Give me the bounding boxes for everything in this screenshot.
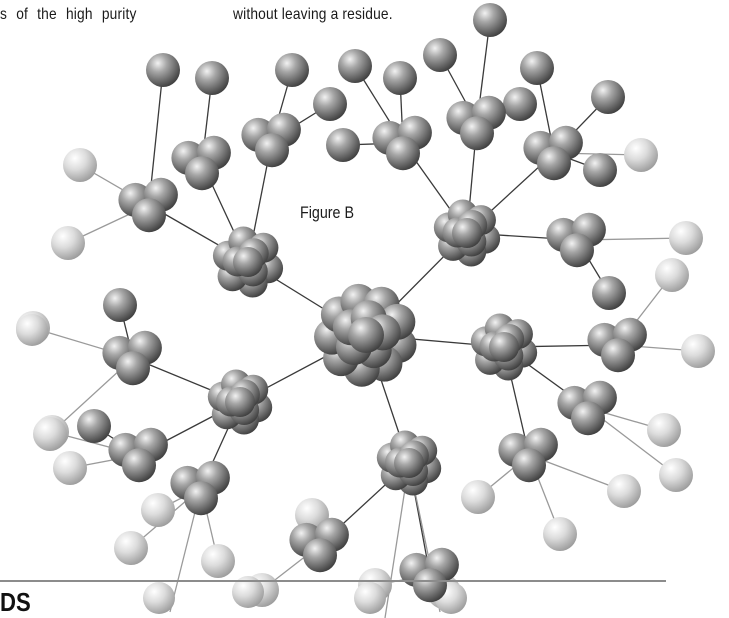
atom-sphere — [185, 156, 219, 191]
atom-sphere — [423, 38, 457, 72]
atom-sphere — [503, 87, 537, 121]
atom-sphere — [473, 3, 507, 37]
atom-sphere — [77, 409, 111, 443]
section-heading: DS — [0, 587, 31, 617]
atom-sphere — [233, 247, 263, 277]
horizontal-rule — [0, 580, 666, 582]
atom-sphere — [655, 258, 689, 292]
atom-sphere — [16, 314, 48, 346]
atom-sphere — [122, 448, 156, 483]
atom-sphere — [303, 538, 337, 573]
atom-sphere — [386, 136, 420, 171]
figure-label: Figure B — [300, 203, 354, 222]
atom-sphere — [225, 387, 255, 417]
atom-sphere — [143, 582, 175, 614]
atom-sphere — [195, 61, 229, 95]
atom-sphere — [275, 53, 309, 87]
atom-sphere — [33, 417, 67, 451]
body-text-fragment-left: s of the high purity — [0, 6, 137, 23]
atom-sphere — [413, 568, 447, 603]
atom-sphere — [537, 146, 571, 181]
atom-sphere — [51, 226, 85, 260]
atom-sphere — [53, 451, 87, 485]
atom-sphere — [647, 413, 681, 447]
atom-sphere — [560, 233, 594, 268]
atom-sphere — [146, 53, 180, 87]
atom-sphere — [348, 317, 384, 353]
atom-sphere — [132, 198, 166, 233]
atom-spheres — [16, 3, 715, 614]
atom-sphere — [255, 133, 289, 168]
atom-sphere — [103, 288, 137, 322]
atom-sphere — [141, 493, 175, 527]
atom-sphere — [512, 448, 546, 483]
atom-sphere — [313, 87, 347, 121]
atom-sphere — [63, 148, 97, 182]
atom-sphere — [583, 153, 617, 187]
atom-sphere — [326, 128, 360, 162]
atom-sphere — [591, 80, 625, 114]
atom-sphere — [607, 474, 641, 508]
atom-sphere — [184, 481, 218, 516]
atom-sphere — [681, 334, 715, 368]
atom-sphere — [114, 531, 148, 565]
atom-sphere — [452, 218, 482, 248]
atom-sphere — [659, 458, 693, 492]
atom-sphere — [624, 138, 658, 172]
atom-sphere — [232, 576, 264, 608]
atom-sphere — [460, 116, 494, 151]
atom-sphere — [543, 517, 577, 551]
atom-sphere — [571, 401, 605, 436]
atom-sphere — [383, 61, 417, 95]
atom-sphere — [669, 221, 703, 255]
atom-sphere — [592, 276, 626, 310]
atom-sphere — [461, 480, 495, 514]
atom-sphere — [354, 582, 386, 614]
atom-sphere — [201, 544, 235, 578]
atom-sphere — [520, 51, 554, 85]
atom-sphere — [116, 351, 150, 386]
atom-sphere — [394, 448, 424, 478]
atom-sphere — [338, 49, 372, 83]
body-text-fragment-right: without leaving a residue. — [233, 6, 393, 23]
atom-sphere — [489, 332, 519, 362]
atom-sphere — [601, 338, 635, 373]
